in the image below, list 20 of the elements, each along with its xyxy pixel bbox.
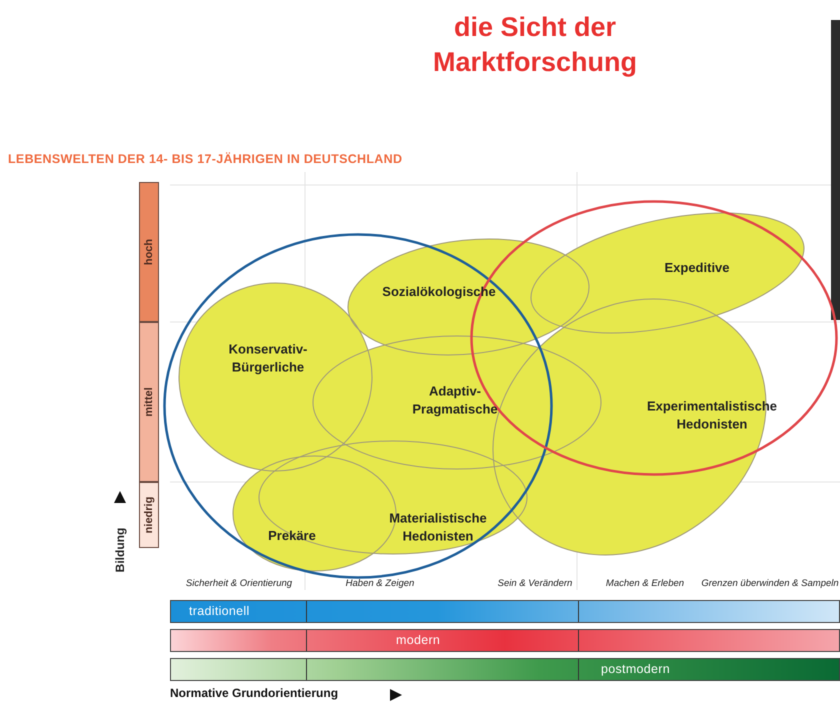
- milieu-label: Adaptiv- Pragmatische: [411, 382, 499, 418]
- axis-title: Bildung: [113, 528, 127, 572]
- milieu-label: Konservativ- Bürgerliche: [228, 340, 308, 376]
- heading: LEBENSWELTEN DER 14- BIS 17-JÄHRIGEN IN DEUTSCHLAND: [8, 152, 402, 166]
- milieu-label: Materialistische Hedonisten: [388, 509, 488, 545]
- milieu-label: Prekäre: [268, 527, 316, 545]
- bar-label: traditionell: [189, 604, 250, 618]
- axis-level-label: hoch: [143, 238, 155, 266]
- axis-tick-label: Sicherheit & Orientierung: [184, 578, 294, 589]
- axis-tick-label: Haben & Zeigen: [344, 578, 416, 589]
- milieu-label: Expeditive: [664, 259, 730, 277]
- bar-label: modern: [396, 633, 440, 647]
- axis-tick-label: Grenzen überwinden & Sampeln: [700, 578, 840, 589]
- axis-tick-label: Sein & Verändern: [496, 578, 574, 589]
- bar-label: postmodern: [601, 662, 670, 676]
- axis-level-label: mittel: [143, 387, 155, 417]
- axis-tick-label: Machen & Erleben: [604, 578, 686, 589]
- title: die Sicht der Marktforschung: [432, 11, 638, 80]
- axis-level-label: niedrig: [143, 496, 155, 534]
- axis-title: Normative Grundorientierung: [170, 686, 338, 700]
